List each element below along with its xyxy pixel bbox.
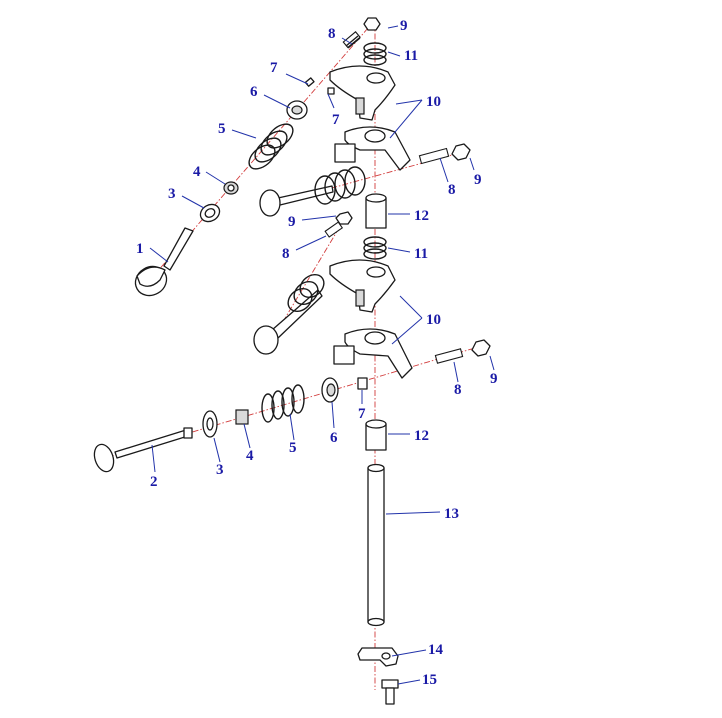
spring-5-upper bbox=[248, 123, 294, 170]
callout-14: 14 bbox=[428, 642, 444, 658]
washer-3-lower bbox=[202, 410, 218, 438]
valve-middle-upper bbox=[259, 166, 366, 217]
callout-11-lower: 11 bbox=[414, 246, 428, 262]
callout-3-upper: 3 bbox=[168, 186, 176, 202]
center-lines bbox=[104, 22, 486, 690]
callout-7-lower: 7 bbox=[358, 406, 366, 422]
rocker-arm-10-lower-a bbox=[329, 259, 396, 313]
callout-12-upper: 12 bbox=[414, 208, 429, 224]
nut-9-right-upper bbox=[451, 143, 471, 161]
adjuster-screw-8-right-lower bbox=[434, 348, 464, 364]
pushrod-13 bbox=[367, 463, 385, 627]
washer-3-upper bbox=[199, 203, 221, 223]
spring-5-lower bbox=[261, 384, 305, 423]
valve-middle-lower bbox=[253, 273, 325, 355]
seal-4-lower bbox=[235, 409, 249, 425]
bolt-15 bbox=[381, 679, 399, 705]
callout-2: 2 bbox=[150, 474, 158, 490]
adjuster-screw-8-mid bbox=[324, 221, 344, 238]
callout-10-upper: 10 bbox=[426, 94, 441, 110]
callout-6-upper: 6 bbox=[250, 84, 258, 100]
callout-11-upper: 11 bbox=[404, 48, 418, 64]
rocker-arm-10-upper-b bbox=[334, 126, 411, 171]
callout-3-lower: 3 bbox=[216, 462, 224, 478]
valve-1 bbox=[134, 227, 194, 297]
callout-8-right-lower: 8 bbox=[454, 382, 462, 398]
nut-9-upper bbox=[363, 17, 381, 31]
nut-9-right-lower bbox=[471, 339, 491, 357]
callout-8-mid: 8 bbox=[282, 246, 290, 262]
adjuster-screw-8-right-upper bbox=[418, 147, 450, 165]
nut-9-mid bbox=[335, 211, 353, 225]
callout-7-upper-left: 7 bbox=[270, 60, 278, 76]
callout-4-upper: 4 bbox=[193, 164, 201, 180]
callout-8-right-upper: 8 bbox=[448, 182, 456, 198]
callout-15: 15 bbox=[422, 672, 437, 688]
rocker-arm-10-upper-a bbox=[329, 65, 396, 121]
callout-5-upper: 5 bbox=[218, 121, 226, 137]
callout-6-lower: 6 bbox=[330, 430, 338, 446]
callout-9-right-upper: 9 bbox=[474, 172, 482, 188]
callout-7-upper-right: 7 bbox=[332, 112, 340, 128]
callout-12-lower: 12 bbox=[414, 428, 429, 444]
callout-4-lower: 4 bbox=[246, 448, 254, 464]
adjuster-screw-8-upper bbox=[342, 31, 361, 49]
retainer-6-lower bbox=[321, 377, 339, 403]
callout-1: 1 bbox=[136, 241, 144, 257]
bracket-14 bbox=[357, 647, 399, 667]
valve-2 bbox=[93, 427, 193, 473]
pivot-sleeve-12-upper bbox=[365, 193, 387, 229]
seal-4-upper bbox=[223, 181, 239, 195]
callout-labels: 1 2 3 3 4 4 5 5 6 6 7 7 7 8 8 8 8 9 9 9 … bbox=[136, 18, 498, 688]
callout-10-lower: 10 bbox=[426, 312, 441, 328]
spring-11-lower bbox=[363, 236, 387, 260]
callout-5-lower: 5 bbox=[289, 440, 297, 456]
callout-9-top: 9 bbox=[400, 18, 408, 34]
spring-11-upper bbox=[363, 42, 387, 66]
leader-lines bbox=[149, 25, 495, 685]
pivot-sleeve-12-lower bbox=[365, 419, 387, 451]
keeper-7-lower bbox=[357, 377, 368, 390]
callout-9-mid: 9 bbox=[288, 214, 296, 230]
callout-8-top: 8 bbox=[328, 26, 336, 42]
retainer-6-upper bbox=[286, 100, 308, 120]
callout-13: 13 bbox=[444, 506, 459, 522]
callout-9-right-lower: 9 bbox=[490, 371, 498, 387]
